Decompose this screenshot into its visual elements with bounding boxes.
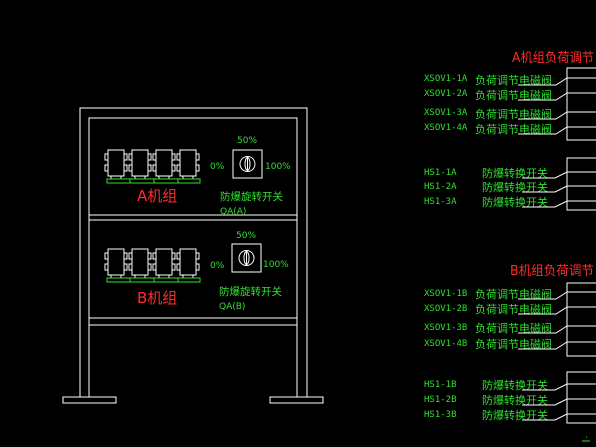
switch-name: 防爆旋转开关: [220, 190, 283, 203]
switch-desc: 防爆转换开关: [482, 166, 548, 180]
switch-position-high: 100%: [265, 162, 291, 172]
left-foot: [62, 396, 117, 404]
valve-terminal-strip: [518, 282, 596, 357]
valve-list: XSOV1-1B 负荷调节电磁阀 XSOV1-2B 负荷调节电磁阀 XSOV1-…: [424, 287, 552, 351]
unit-label: A机组: [137, 187, 177, 205]
valve-tag: XSOV1-3A: [424, 108, 468, 118]
schedule-a: A机组负荷调节 XSOV1-1A 负荷调节电磁阀 XSOV1-2A 负荷调节电磁…: [424, 51, 596, 211]
switch-tag: HS1-3A: [424, 197, 457, 207]
valve-desc: 负荷调节电磁阀: [475, 73, 552, 87]
terminal-strip: [566, 282, 596, 357]
valve-tag: XSOV1-2A: [424, 89, 468, 99]
switch-position-high: 100%: [263, 260, 289, 270]
outer-frame: [79, 107, 308, 397]
leader-line: [518, 77, 596, 86]
leader-line: [522, 413, 596, 421]
switch-list: HS1-1B 防爆转换开关 HS1-2B 防爆转换开关 HS1-3B 防爆转换开…: [424, 378, 548, 422]
leader-line: [522, 383, 596, 391]
cabinet-frame: [62, 107, 324, 404]
valve-tag: XSOV1-4A: [424, 123, 468, 133]
switch-desc: 防爆转换开关: [482, 195, 548, 209]
leader-line: [518, 325, 596, 334]
leader-line: [522, 398, 596, 406]
din-rail-a: [106, 178, 201, 184]
valve-tag: XSOV1-1B: [424, 289, 467, 299]
switch-desc: 防爆转换开关: [482, 408, 548, 422]
panel-a: 50% 0% 100% A机组 防爆旋转开关 QA(A): [104, 136, 291, 217]
switch-tag: HS1-1A: [424, 168, 457, 178]
switch-desc: 防爆转换开关: [482, 180, 548, 194]
din-rail-b: [106, 277, 201, 283]
switch-desc: 防爆转换开关: [482, 393, 548, 407]
leader-line: [518, 111, 596, 120]
leader-line: [518, 92, 596, 101]
schedule-title: A机组负荷调节: [512, 51, 594, 66]
terminal-strip: [566, 67, 596, 141]
schedule-title: B机组负荷调节: [510, 264, 594, 279]
switch-tag: QA(B): [219, 302, 245, 312]
terminal-strip: [566, 157, 596, 211]
valve-tag: XSOV1-3B: [424, 323, 467, 333]
valve-desc: 负荷调节电磁阀: [475, 88, 552, 102]
panel-b: 50% 0% 100% B机组 防爆旋转开关 QA(B): [104, 231, 289, 312]
switch-tag: HS1-3B: [424, 410, 457, 420]
valve-desc: 负荷调节电磁阀: [475, 287, 552, 301]
valve-tag: XSOV1-4B: [424, 339, 467, 349]
valve-desc: 负荷调节电磁阀: [475, 107, 552, 121]
valve-terminal-strip: [518, 67, 596, 141]
valve-desc: 负荷调节电磁阀: [475, 337, 552, 351]
switch-list: HS1-1A 防爆转换开关 HS1-2A 防爆转换开关 HS1-3A 防爆转换开…: [424, 166, 548, 209]
leader-line: [518, 126, 596, 135]
switch-name: 防爆旋转开关: [219, 285, 282, 298]
switch-tag: HS1-2A: [424, 182, 457, 192]
terminal-strip: [566, 371, 596, 424]
switch-position-mid: 50%: [236, 231, 256, 241]
switch-desc: 防爆转换开关: [482, 378, 548, 392]
leader-line: [522, 171, 596, 179]
switch-tag: HS1-1B: [424, 380, 457, 390]
valve-tag: XSOV1-2B: [424, 304, 467, 314]
valve-desc: 负荷调节电磁阀: [475, 321, 552, 335]
leader-line: [518, 341, 596, 350]
switch-terminal-strip: [522, 157, 596, 211]
leader-line: [518, 306, 596, 315]
inner-panel: [88, 117, 298, 326]
switch-position-mid: 50%: [237, 136, 257, 146]
valve-tag: XSOV1-1A: [424, 74, 468, 84]
switch-tag: HS1-2B: [424, 395, 457, 405]
unit-label: B机组: [137, 289, 177, 307]
switch-position-low: 0%: [210, 162, 225, 172]
switch-position-low: 0%: [210, 261, 225, 271]
leader-line: [522, 185, 596, 193]
leader-line: [518, 291, 596, 300]
valve-desc: 负荷调节电磁阀: [475, 122, 552, 136]
right-foot: [269, 396, 324, 404]
offscreen-fragment-mark: [582, 436, 590, 442]
valve-desc: 负荷调节电磁阀: [475, 302, 552, 316]
switch-tag: QA(A): [220, 207, 246, 217]
valve-list: XSOV1-1A 负荷调节电磁阀 XSOV1-2A 负荷调节电磁阀 XSOV1-…: [424, 73, 552, 136]
switch-terminal-strip: [522, 371, 596, 424]
leader-line: [522, 200, 596, 208]
schedule-b: B机组负荷调节 XSOV1-1B 负荷调节电磁阀 XSOV1-2B 负荷调节电磁…: [424, 264, 596, 424]
